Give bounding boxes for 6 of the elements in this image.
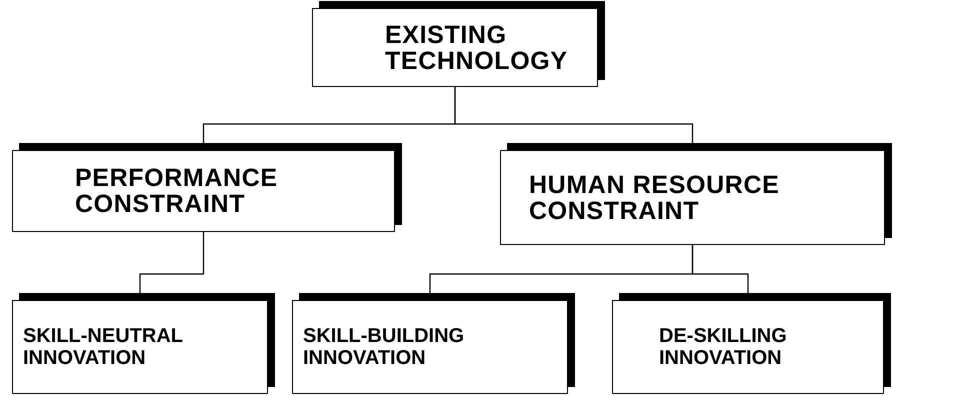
box-label: DE-SKILLING INNOVATION [659, 325, 788, 369]
box-label: SKILL-NEUTRAL INNOVATION [23, 325, 184, 369]
box-label: SKILL-BUILDING INNOVATION [303, 325, 466, 369]
box-label: PERFORMANCE CONSTRAINT [75, 165, 279, 217]
box-label: HUMAN RESOURCE CONSTRAINT [529, 172, 780, 224]
box-label: EXISTING TECHNOLOGY [385, 22, 569, 74]
